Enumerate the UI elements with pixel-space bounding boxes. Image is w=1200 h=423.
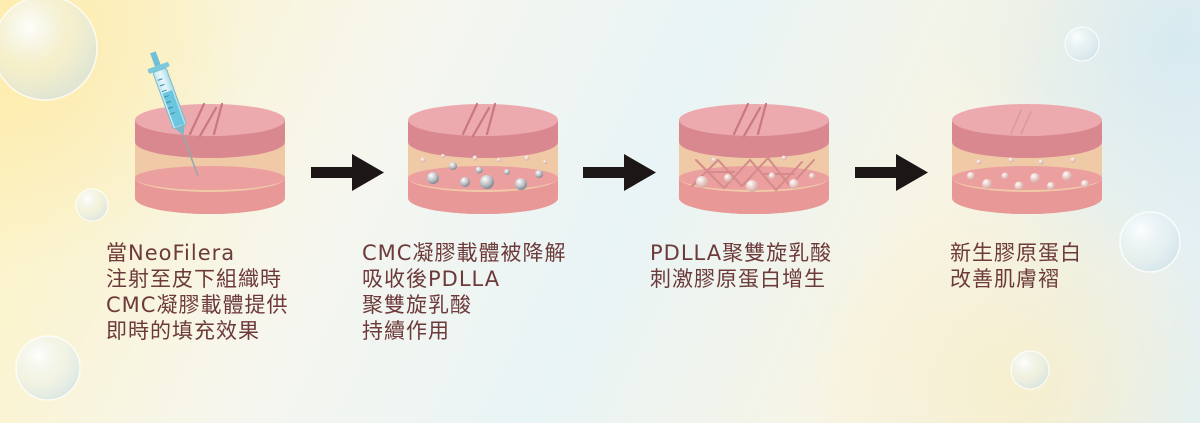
decorative-bubbles <box>0 0 1181 401</box>
step3-caption: PDLLA聚雙旋乳酸 刺激膠原蛋白增生 <box>650 240 832 292</box>
caption-line: 當NeoFilera <box>106 241 236 265</box>
collagen-particles <box>696 155 815 192</box>
step2-caption: CMC凝膠載體被降解 吸收後PDLLA 聚雙旋乳酸 持續作用 <box>362 240 566 344</box>
caption-line: CMC凝膠載體被降解 <box>362 241 567 265</box>
bubble-decoration <box>1119 211 1181 273</box>
new-collagen-particles <box>967 157 1089 191</box>
bubble-decoration <box>75 188 109 222</box>
arrow-icon <box>311 154 384 191</box>
skin-stage-3 <box>679 102 829 214</box>
caption-line: 改善肌膚褶 <box>950 267 1060 291</box>
skin-stage-2 <box>408 102 558 214</box>
caption-line: 注射至皮下組織時 <box>106 267 282 291</box>
skin-stage-1 <box>135 102 285 214</box>
bubble-decoration <box>0 0 98 101</box>
caption-line: 聚雙旋乳酸 <box>362 293 472 317</box>
bubble-decoration <box>15 335 81 401</box>
bubble-decoration <box>1010 350 1050 390</box>
gel-particles <box>420 154 547 190</box>
arrow-icon <box>583 154 656 191</box>
syringe-icon <box>147 51 199 177</box>
caption-line: 刺激膠原蛋白增生 <box>650 267 826 291</box>
caption-line: 新生膠原蛋白 <box>950 241 1082 265</box>
caption-line: 即時的填充效果 <box>106 319 260 343</box>
caption-line: 持續作用 <box>362 319 450 343</box>
caption-line: PDLLA聚雙旋乳酸 <box>650 241 833 265</box>
step4-caption: 新生膠原蛋白 改善肌膚褶 <box>950 240 1082 292</box>
caption-line: CMC凝膠載體提供 <box>106 293 289 317</box>
bubble-decoration <box>1064 26 1100 62</box>
step1-caption: 當NeoFilera 注射至皮下組織時 CMC凝膠載體提供 即時的填充效果 <box>106 240 288 344</box>
caption-line: 吸收後PDLLA <box>362 267 501 291</box>
skin-stage-4 <box>952 104 1102 214</box>
arrow-icon <box>855 154 928 191</box>
